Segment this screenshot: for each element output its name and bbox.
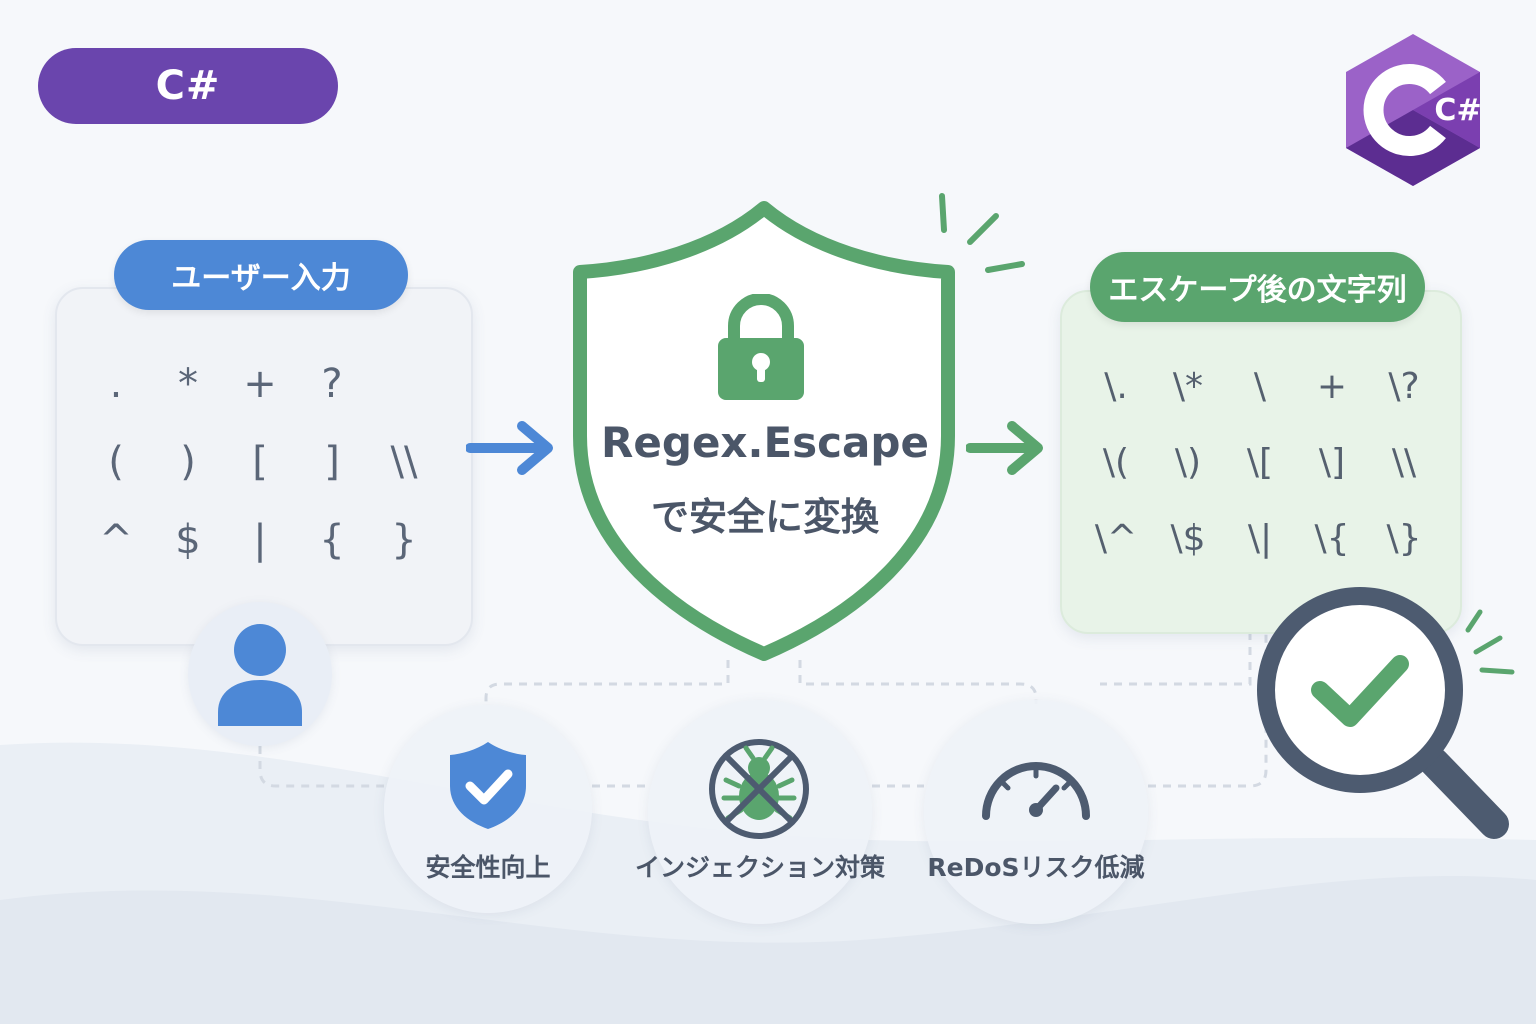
input-char: ? — [321, 361, 343, 407]
shield-title: Regex.Escape — [601, 418, 929, 467]
output-char: \] — [1318, 441, 1346, 483]
input-char: | — [253, 517, 267, 563]
sparkle-lines-icon — [1465, 609, 1515, 675]
input-panel — [55, 287, 473, 646]
shield-subtitle: で安全に変換 — [650, 495, 879, 539]
output-char: \) — [1174, 441, 1202, 483]
output-char-grid: \. \* \ + \? \( \) \[ \] \\ \^ \$ \| \{ \} — [1080, 348, 1440, 576]
shield-check-icon — [450, 742, 526, 829]
output-char: \. — [1104, 365, 1128, 407]
input-char: ) — [180, 439, 196, 485]
feature-label: ReDoSリスク低減 — [927, 853, 1145, 882]
sparkle-lines-icon — [939, 193, 1025, 273]
input-char: ^ — [99, 517, 133, 563]
output-char: \\ — [1391, 441, 1417, 483]
csharp-logo-icon: C# — [1346, 34, 1482, 186]
output-panel — [1060, 290, 1462, 634]
output-char: + — [1316, 365, 1348, 407]
input-char: . — [109, 361, 123, 407]
output-char: \ — [1253, 365, 1267, 407]
magnifier-check-icon — [1257, 587, 1509, 839]
arrow-right-icon — [466, 421, 553, 475]
output-char: \* — [1172, 365, 1204, 407]
input-char: { — [319, 517, 345, 563]
output-panel-title: エスケープ後の文字列 — [1090, 252, 1425, 322]
output-char: \( — [1102, 441, 1130, 483]
input-char: ( — [108, 439, 124, 485]
output-char: \} — [1386, 517, 1422, 559]
feature-label: 安全性向上 — [425, 853, 551, 882]
input-char: + — [243, 361, 277, 407]
input-char-grid: . * +? () [] \\ ^ $ | {} — [80, 345, 440, 579]
logo-text: C# — [1434, 93, 1481, 128]
input-char: $ — [175, 517, 201, 563]
output-char: \[ — [1246, 441, 1274, 483]
output-char: \{ — [1314, 517, 1350, 559]
output-char: \^ — [1094, 517, 1138, 559]
language-tag: C# — [38, 48, 338, 124]
arrow-right-icon — [966, 421, 1043, 475]
speedometer-icon — [982, 762, 1090, 820]
shield-icon — [573, 201, 955, 661]
input-char — [368, 345, 440, 423]
output-char: \$ — [1170, 517, 1206, 559]
lock-icon — [718, 294, 804, 400]
no-bug-icon — [709, 739, 809, 839]
input-char: \\ — [390, 439, 418, 485]
input-char: [ — [252, 439, 268, 485]
user-icon — [218, 624, 302, 726]
input-char: * — [178, 361, 198, 407]
feature-label: インジェクション対策 — [634, 853, 885, 882]
input-char: } — [391, 517, 417, 563]
output-char: \? — [1388, 365, 1420, 407]
output-char: \| — [1247, 517, 1273, 559]
input-char: ] — [324, 439, 340, 485]
input-panel-title: ユーザー入力 — [114, 240, 408, 310]
